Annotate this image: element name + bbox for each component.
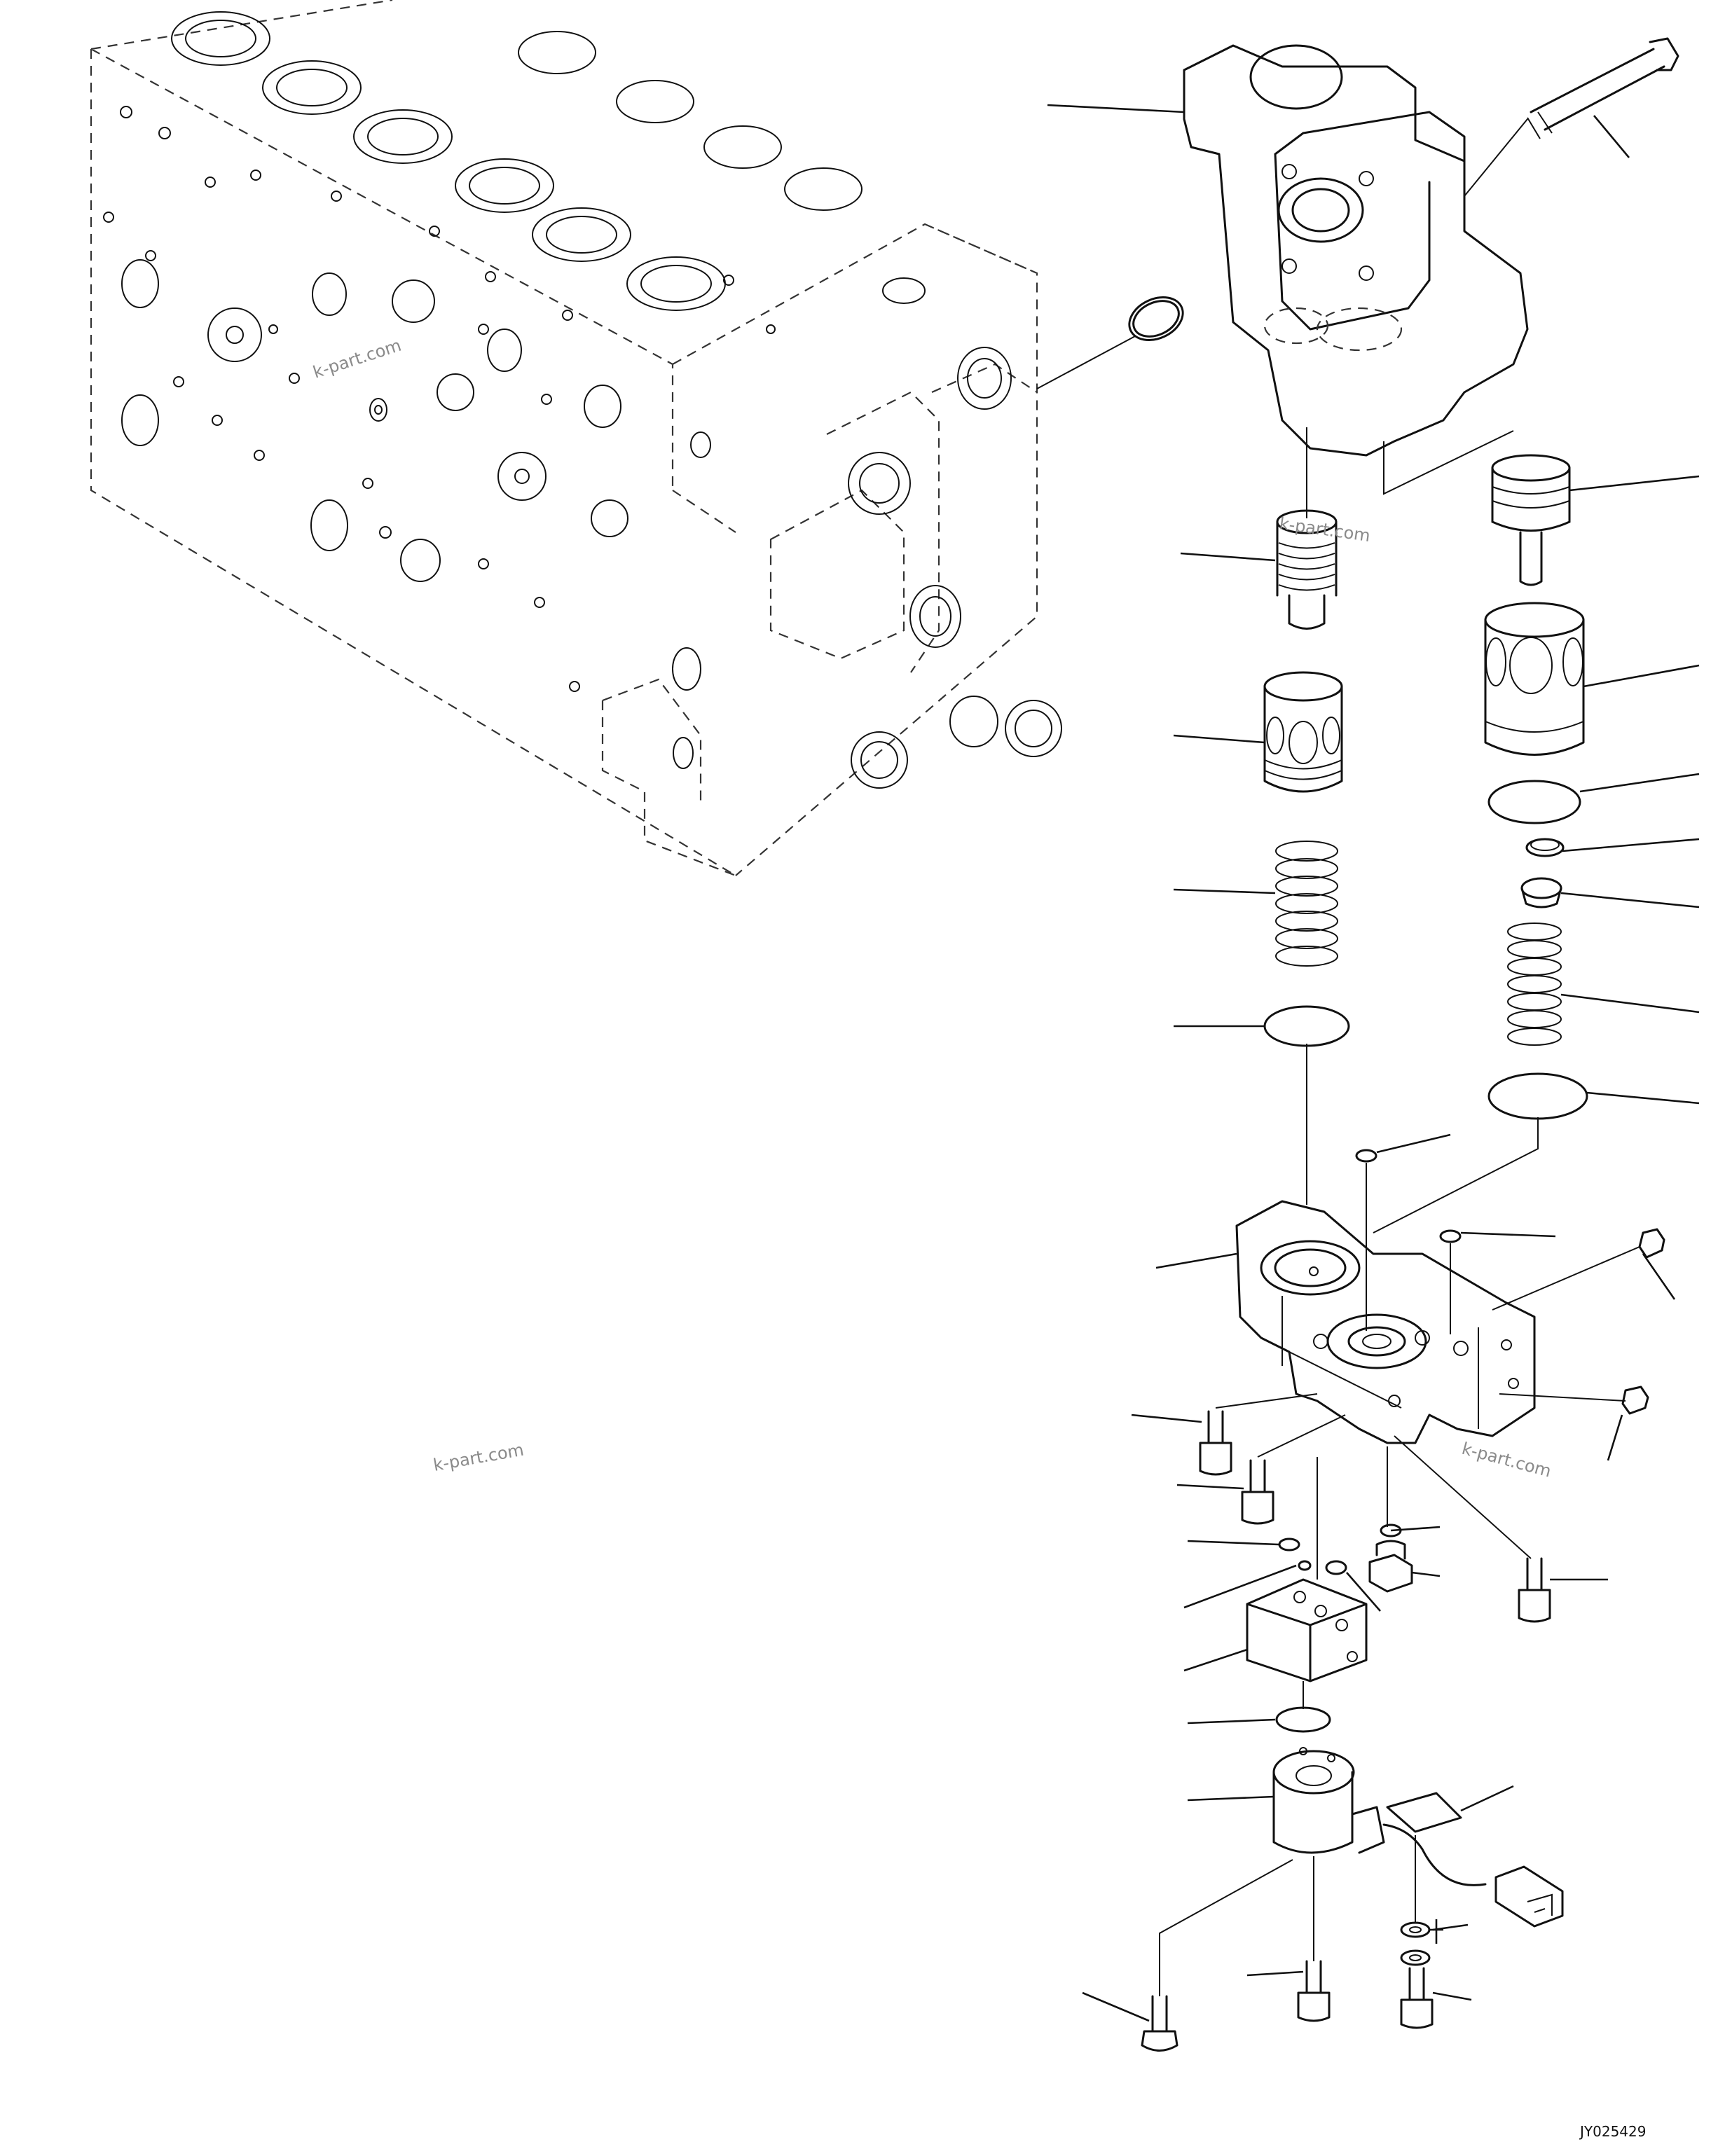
- small-o-ring-e: [1325, 1560, 1347, 1575]
- control-valve-block: [90, 0, 1062, 877]
- left-seal-disc: [1263, 1005, 1350, 1047]
- valve-block-ports: [121, 11, 1062, 789]
- solenoid-valve-housing: [1235, 1200, 1536, 1444]
- valve-block-small-holes: [103, 106, 776, 692]
- socket-bolt-3: [1518, 1557, 1551, 1623]
- plug-lower: [1621, 1385, 1649, 1415]
- pressure-reducing-valve-body: [1183, 44, 1529, 457]
- adapter-o-ring: [1275, 1706, 1331, 1733]
- watermark-4: k-part.com: [1459, 1439, 1553, 1481]
- socket-bolt-2: [1241, 1459, 1274, 1525]
- left-valve-seat: [1263, 671, 1343, 793]
- right-retainer: [1520, 877, 1562, 908]
- hex-plug: [1368, 1540, 1413, 1593]
- socket-bolt-1: [1199, 1410, 1232, 1476]
- left-spring: [1275, 841, 1338, 967]
- watermark-3: k-part.com: [432, 1440, 525, 1475]
- right-spring: [1507, 922, 1562, 1046]
- bottom-bolt-left: [1141, 1995, 1178, 2052]
- plug-upper: [1638, 1228, 1665, 1259]
- right-sleeve: [1484, 602, 1585, 756]
- bottom-bolt-middle: [1297, 1960, 1331, 2022]
- washer-pair: [1400, 1921, 1431, 1966]
- adapter-block: [1246, 1578, 1368, 1682]
- small-o-ring-d: [1298, 1560, 1312, 1571]
- solenoid-wire-connector: [1382, 1792, 1564, 1928]
- solenoid-coil: [1272, 1747, 1385, 1854]
- assembly-guide-lines: [1036, 118, 1640, 1996]
- small-o-ring-c: [1278, 1537, 1300, 1552]
- right-small-ring: [1525, 838, 1565, 857]
- o-ring-left-large: [1128, 296, 1184, 341]
- watermark-1: k-part.com: [310, 336, 404, 382]
- watermark-2: k-part.com: [1278, 513, 1371, 546]
- long-bolt: [1527, 37, 1679, 139]
- small-o-ring-a: [1355, 1149, 1377, 1163]
- leader-lines: [1047, 104, 1700, 2022]
- drawing-code: JY025429: [1579, 2123, 1646, 2140]
- right-o-ring-large: [1487, 780, 1581, 824]
- small-o-ring-b: [1439, 1229, 1462, 1243]
- right-spool: [1491, 454, 1571, 586]
- right-seal-disc: [1487, 1072, 1588, 1120]
- bottom-bolt-right: [1400, 1967, 1434, 2029]
